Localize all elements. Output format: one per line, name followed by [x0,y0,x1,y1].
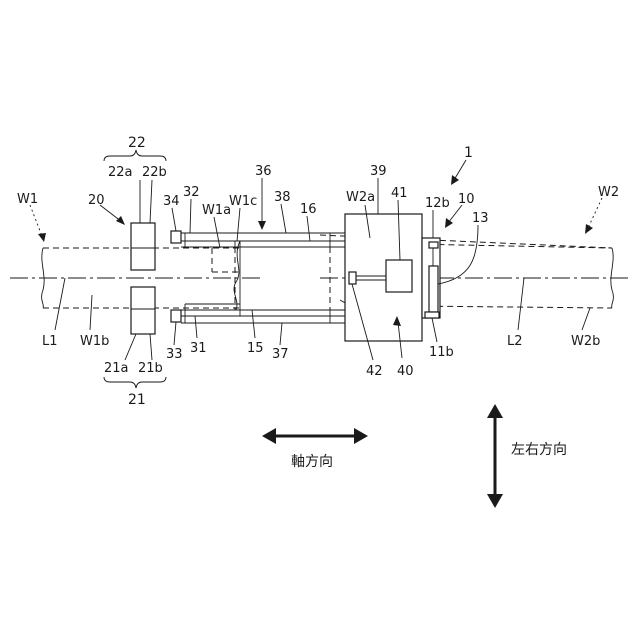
unit-41 [386,260,412,292]
inner-frame [185,241,330,316]
axial-direction-arrow [262,428,368,444]
label-41: 41 [391,186,408,201]
label-w2b: W2b [571,334,600,349]
label-31: 31 [190,341,207,356]
label-22: 22 [128,135,146,151]
clamp-22 [131,223,155,270]
label-22b: 22b [142,165,167,180]
holder-10 [422,238,440,318]
label-15: 15 [247,341,264,356]
label-21b: 21b [138,361,163,376]
label-22a: 22a [108,165,133,180]
rail-assembly-lower [181,310,345,323]
label-36: 36 [255,164,272,179]
label-34: 34 [163,194,180,209]
axial-direction-label: 軸方向 [291,454,333,470]
label-l2: L2 [507,334,523,349]
label-w1: W1 [17,192,38,207]
label-12b: 12b [425,196,450,211]
label-38: 38 [274,190,291,205]
label-20: 20 [88,193,105,208]
label-40: 40 [397,364,414,379]
label-w2a: W2a [346,190,375,205]
label-w1a: W1a [202,203,231,218]
reference-labels: 22 22a 22b 20 34 32 W1a W1c 36 38 16 39 … [17,135,619,408]
clamp-21 [131,287,155,334]
label-21a: 21a [104,361,129,376]
leader-lines [30,150,602,388]
label-w2: W2 [598,185,619,200]
label-w1b: W1b [80,334,109,349]
label-16: 16 [300,202,317,217]
label-37: 37 [272,347,289,362]
label-21: 21 [128,392,146,408]
label-11b: 11b [429,345,454,360]
lateral-direction-arrow [487,404,503,508]
label-1: 1 [464,145,473,161]
label-33: 33 [166,347,183,362]
label-l1: L1 [42,334,58,349]
lateral-direction-label: 左右方向 [511,442,567,458]
label-32: 32 [183,185,200,200]
label-42: 42 [366,364,383,379]
block-34 [171,231,181,243]
block-33 [171,310,181,322]
label-10: 10 [458,192,475,207]
label-39: 39 [370,164,387,179]
label-13: 13 [472,211,489,226]
label-w1c: W1c [229,194,257,209]
